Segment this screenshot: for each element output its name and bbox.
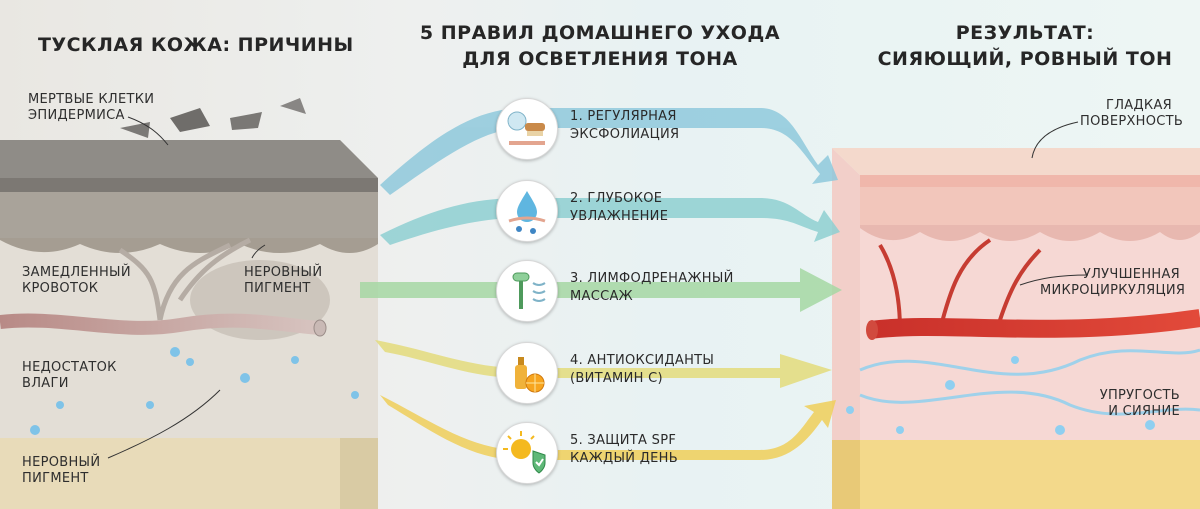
rule-2-line1: 2. ГЛУБОКОЕ bbox=[570, 191, 663, 206]
label-smooth-surface: ГЛАДКАЯ ПОВЕРХНОСТЬ bbox=[1080, 98, 1184, 130]
label-slow-blood-line2: КРОВОТОК bbox=[22, 281, 99, 296]
sun-shield-icon bbox=[496, 422, 558, 484]
rule-3-text: 3. ЛИМФОДРЕНАЖНЫЙ МАССАЖ bbox=[570, 270, 734, 306]
rule-exfoliation: 1. РЕГУЛЯРНАЯ ЭКСФОЛИАЦИЯ bbox=[488, 94, 748, 162]
exfoliation-brush-icon bbox=[496, 98, 558, 160]
rule-spf: 5. ЗАЩИТА SPF КАЖДЫЙ ДЕНЬ bbox=[488, 418, 748, 486]
label-slow-blood-line1: ЗАМЕДЛЕННЫЙ bbox=[22, 265, 131, 280]
label-microcirculation: УЛУЧШЕННАЯ МИКРОЦИРКУЛЯЦИЯ bbox=[1040, 267, 1186, 299]
label-lack-moisture-line2: ВЛАГИ bbox=[22, 376, 69, 391]
face-roller-icon bbox=[496, 260, 558, 322]
rule-hydration: 2. ГЛУБОКОЕ УВЛАЖНЕНИЕ bbox=[488, 176, 748, 244]
center-title-line1: 5 ПРАВИЛ ДОМАШНЕГО УХОДА bbox=[419, 22, 781, 44]
right-title: РЕЗУЛЬТАТ: СИЯЮЩИЙ, РОВНЫЙ ТОН bbox=[860, 20, 1190, 72]
leader-lines bbox=[107, 116, 1089, 459]
rule-1-line1: 1. РЕГУЛЯРНАЯ bbox=[570, 109, 677, 124]
right-title-line1: РЕЗУЛЬТАТ: bbox=[955, 22, 1095, 44]
rule-3-line1: 3. ЛИМФОДРЕНАЖНЫЙ bbox=[570, 271, 734, 286]
label-smooth-line2: ПОВЕРХНОСТЬ bbox=[1080, 114, 1184, 129]
water-drop-icon bbox=[496, 180, 558, 242]
label-uneven-pigment-top: НЕРОВНЫЙ ПИГМЕНТ bbox=[244, 265, 322, 297]
label-uneven-pigment-top-line2: ПИГМЕНТ bbox=[244, 281, 311, 296]
serum-orange-icon bbox=[496, 342, 558, 404]
rule-3-line2: МАССАЖ bbox=[570, 289, 633, 304]
label-elastic-line2: И СИЯНИЕ bbox=[1108, 404, 1180, 419]
rule-2-line2: УВЛАЖНЕНИЕ bbox=[570, 209, 669, 224]
label-dead-cells-line1: МЕРТВЫЕ КЛЕТКИ bbox=[28, 92, 155, 107]
dull-skin-cross-section bbox=[0, 98, 378, 509]
rule-antioxidants: 4. АНТИОКСИДАНТЫ (ВИТАМИН C) bbox=[488, 338, 748, 406]
label-elastic-line1: УПРУГОСТЬ bbox=[1099, 388, 1180, 403]
label-dead-cells: МЕРТВЫЕ КЛЕТКИ ЭПИДЕРМИСА bbox=[28, 92, 154, 124]
label-lack-moisture: НЕДОСТАТОК ВЛАГИ bbox=[22, 360, 117, 392]
label-uneven-pigment-bottom: НЕРОВНЫЙ ПИГМЕНТ bbox=[22, 455, 100, 487]
rule-5-line2: КАЖДЫЙ ДЕНЬ bbox=[570, 451, 678, 466]
radiant-skin-cross-section bbox=[832, 148, 1200, 509]
label-lack-moisture-line1: НЕДОСТАТОК bbox=[22, 360, 117, 375]
rule-5-line1: 5. ЗАЩИТА SPF bbox=[570, 433, 677, 448]
label-slow-blood: ЗАМЕДЛЕННЫЙ КРОВОТОК bbox=[22, 265, 131, 297]
rule-1-line2: ЭКСФОЛИАЦИЯ bbox=[570, 127, 680, 142]
rule-arrows bbox=[360, 108, 842, 460]
center-title: 5 ПРАВИЛ ДОМАШНЕГО УХОДА ДЛЯ ОСВЕТЛЕНИЯ … bbox=[380, 20, 820, 72]
label-uneven-pigment-bottom-line1: НЕРОВНЫЙ bbox=[22, 455, 101, 470]
label-dead-cells-line2: ЭПИДЕРМИСА bbox=[28, 108, 125, 123]
label-elasticity: УПРУГОСТЬ И СИЯНИЕ bbox=[1070, 388, 1180, 420]
right-title-line2: СИЯЮЩИЙ, РОВНЫЙ ТОН bbox=[877, 48, 1173, 70]
rule-massage: 3. ЛИМФОДРЕНАЖНЫЙ МАССАЖ bbox=[488, 256, 748, 324]
rule-2-text: 2. ГЛУБОКОЕ УВЛАЖНЕНИЕ bbox=[570, 190, 668, 226]
rule-4-line2: (ВИТАМИН C) bbox=[570, 371, 663, 386]
label-uneven-pigment-bottom-line2: ПИГМЕНТ bbox=[22, 471, 89, 486]
rule-1-text: 1. РЕГУЛЯРНАЯ ЭКСФОЛИАЦИЯ bbox=[570, 108, 679, 144]
rule-5-text: 5. ЗАЩИТА SPF КАЖДЫЙ ДЕНЬ bbox=[570, 432, 678, 468]
center-title-line2: ДЛЯ ОСВЕТЛЕНИЯ ТОНА bbox=[462, 48, 738, 70]
rule-4-line1: 4. АНТИОКСИДАНТЫ bbox=[570, 353, 715, 368]
label-uneven-pigment-top-line1: НЕРОВНЫЙ bbox=[244, 265, 323, 280]
label-micro-line2: МИКРОЦИРКУЛЯЦИЯ bbox=[1040, 283, 1186, 298]
rule-4-text: 4. АНТИОКСИДАНТЫ (ВИТАМИН C) bbox=[570, 352, 714, 388]
label-smooth-line1: ГЛАДКАЯ bbox=[1105, 98, 1172, 113]
left-title: ТУСКЛАЯ КОЖА: ПРИЧИНЫ bbox=[38, 34, 354, 56]
label-micro-line1: УЛУЧШЕННАЯ bbox=[1082, 267, 1180, 282]
